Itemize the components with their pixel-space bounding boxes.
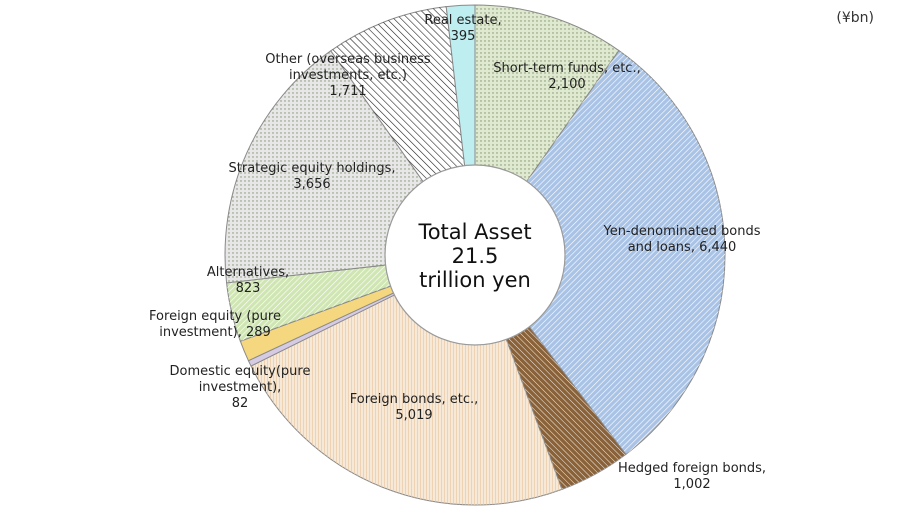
center-text-line: trillion yen — [419, 268, 531, 292]
slice-label-line: 5,019 — [395, 408, 432, 423]
slice-label-line: investment), 289 — [159, 325, 271, 340]
slice-label-line: Yen-denominated bonds — [602, 224, 760, 239]
unit-label: (¥bn) — [836, 10, 874, 26]
slice-label-line: 3,656 — [293, 177, 330, 192]
slice-label-line: 2,100 — [548, 77, 585, 92]
slice-label-line: Real estate, — [424, 13, 501, 28]
slice-label: Real estate,395 — [424, 13, 501, 44]
slice-label: Hedged foreign bonds,1,002 — [618, 461, 766, 492]
slice-label-line: 823 — [236, 281, 261, 296]
labels-group: Short-term funds, etc.,2,100Yen-denomina… — [149, 13, 766, 492]
pie-slice-pattern — [475, 50, 726, 455]
slice-label-line: Strategic equity holdings, — [229, 161, 396, 176]
slice-label-line: and loans, 6,440 — [628, 240, 737, 255]
slice-label: Strategic equity holdings,3,656 — [229, 161, 396, 192]
center-text-line: Total Asset — [417, 220, 531, 244]
slice-label: Alternatives,823 — [207, 265, 289, 296]
slice-label-line: 395 — [451, 29, 476, 44]
slice-label-line: 1,711 — [329, 84, 366, 99]
slice-label-line: Other (overseas business — [265, 52, 431, 67]
slice-label-line: Hedged foreign bonds, — [618, 461, 766, 476]
slice-label: Short-term funds, etc.,2,100 — [493, 61, 640, 92]
slice-label-line: investment), — [199, 380, 282, 395]
slice-label-line: Foreign equity (pure — [149, 309, 281, 324]
donut-hole — [384, 164, 566, 346]
slice-label-line: 1,002 — [673, 477, 710, 492]
slice-label-line: investments, etc.) — [289, 68, 407, 83]
slice-label-line: Domestic equity(pure — [170, 364, 311, 379]
slice-label-line: Foreign bonds, etc., — [350, 392, 479, 407]
center-text-line: 21.5 — [452, 244, 499, 268]
slice-label-line: Short-term funds, etc., — [493, 61, 640, 76]
slice-label-line: 82 — [232, 396, 249, 411]
slice-label: Foreign bonds, etc.,5,019 — [350, 392, 479, 423]
slice-label-line: Alternatives, — [207, 265, 289, 280]
